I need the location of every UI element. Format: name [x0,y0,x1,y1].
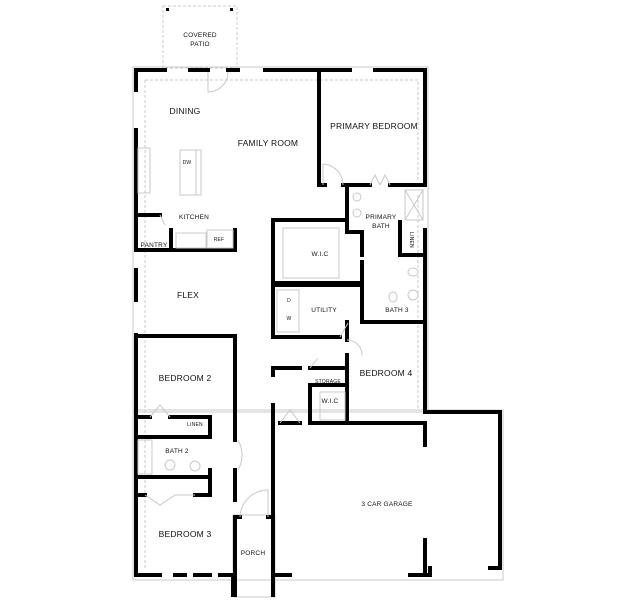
room-label-covered-patio: COVERED [183,32,217,39]
room-label-primary-linen: LINEN [408,232,414,248]
room-label-storage: STORAGE [315,379,341,385]
room-label-pantry: PANTRY [141,242,168,249]
room-label-porch: PORCH [241,550,266,557]
room-label-utility: UTILITY [311,307,337,314]
room-label-family-room: FAMILY ROOM [238,138,298,148]
room-label-flex: FLEX [177,290,199,300]
room-label-hall-linen: LINEN [187,422,203,428]
room-label-bedroom-4: BEDROOM 4 [360,368,413,378]
room-label-primary-bedroom: PRIMARY BEDROOM [330,121,418,131]
room-label-kitchen: KITCHEN [179,214,209,221]
room-label-primary-bath: PRIMARY [366,214,397,221]
interior-walls [134,68,427,597]
room-label-primary-wic: W.I.C [312,251,329,258]
room-label-bath-2: BATH 2 [165,448,189,455]
room-label-covered-patio-2: PATIO [190,41,210,48]
room-label-primary-bath-2: BATH [372,223,390,230]
fixture-label-dishwasher: DW [183,160,192,166]
door-swings [144,71,391,518]
room-label-dining: DINING [170,106,201,116]
room-label-bath-3: BATH 3 [385,307,409,314]
room-label-bedroom-2: BEDROOM 2 [159,373,212,383]
fixture-label-refrigerator: REF [214,237,225,243]
room-label-bedroom-4-wic: W.I.C [322,398,339,405]
room-label-garage: 3 CAR GARAGE [361,501,413,508]
room-label-bedroom-3: BEDROOM 3 [159,529,212,539]
fixture-label-dryer: D [287,298,291,304]
fixture-label-washer: W [287,316,292,322]
fixtures [137,147,424,475]
